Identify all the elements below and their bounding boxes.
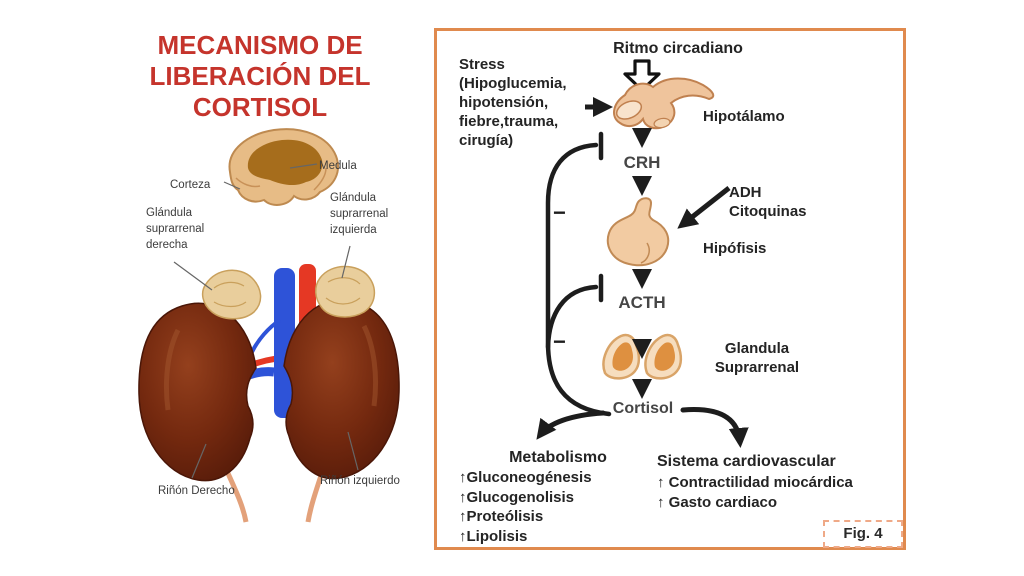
label-cardiovascular-title: Sistema cardiovascular [657, 453, 836, 470]
label-stress: Stress (Hipoglucemia, hipotensión, fiebr… [459, 56, 567, 149]
figure-number-box: Fig. 4 [823, 520, 903, 548]
label-glandula-derecha: Glándula suprarrenal derecha [146, 207, 205, 251]
page-title: MECANISMO DE LIBERACIÓN DEL CORTISOL [149, 30, 371, 122]
label-adh-citoquinas: ADH Citoquinas [729, 184, 807, 220]
minus-feedback-pituitary: − [553, 329, 566, 354]
kidney-right-shape [138, 302, 257, 482]
label-cardiovascular-items: ↑ Contractilidad miocárdica ↑ Gasto card… [657, 474, 853, 511]
hypothalamus-shape [613, 77, 715, 130]
pituitary-shape [606, 197, 670, 267]
adrenal-cross-section [228, 128, 339, 206]
label-hipotalamo: Hipotálamo [703, 108, 785, 125]
label-crh: CRH [623, 153, 661, 172]
cortisol-output-arrows [536, 407, 749, 448]
label-corteza: Corteza [170, 179, 211, 191]
flowchart-graphics [536, 59, 749, 448]
flowchart-panel: Ritmo circadiano Stress (Hipoglucemia, h… [434, 28, 906, 550]
label-rinon-izquierdo: Riñón izquierdo [320, 475, 400, 487]
label-acth: ACTH [618, 293, 666, 312]
minus-feedback-hypothalamus: − [553, 200, 566, 225]
label-glandula-suprarrenal: Glandula Suprarrenal [714, 340, 800, 376]
adrenal-gland-right [201, 269, 262, 320]
label-medula: Medula [319, 160, 357, 172]
label-glandula-izquierda: Glándula suprarrenal izquierda [330, 192, 389, 236]
label-rinon-derecho: Riñón Derecho [158, 485, 235, 497]
label-ritmo-circadiano: Ritmo circadiano [613, 40, 743, 57]
label-cortisol: Cortisol [612, 400, 674, 417]
circadian-hollow-arrow-icon [623, 59, 661, 92]
label-pointer-lines [173, 163, 359, 479]
flow-arrows [585, 97, 731, 399]
kidneys-adrenal-illustration [138, 128, 400, 523]
adrenal-glands-shape [602, 333, 683, 380]
label-hipofisis: Hipófisis [703, 240, 767, 257]
kidney-left-shape [283, 299, 400, 480]
adrenal-gland-left [315, 265, 376, 318]
negative-feedback-loops [545, 131, 612, 417]
label-metabolismo-items: ↑Gluconeogénesis ↑Glucogenolisis ↑Proteó… [459, 469, 592, 545]
label-metabolismo-title: Metabolismo [509, 449, 607, 466]
